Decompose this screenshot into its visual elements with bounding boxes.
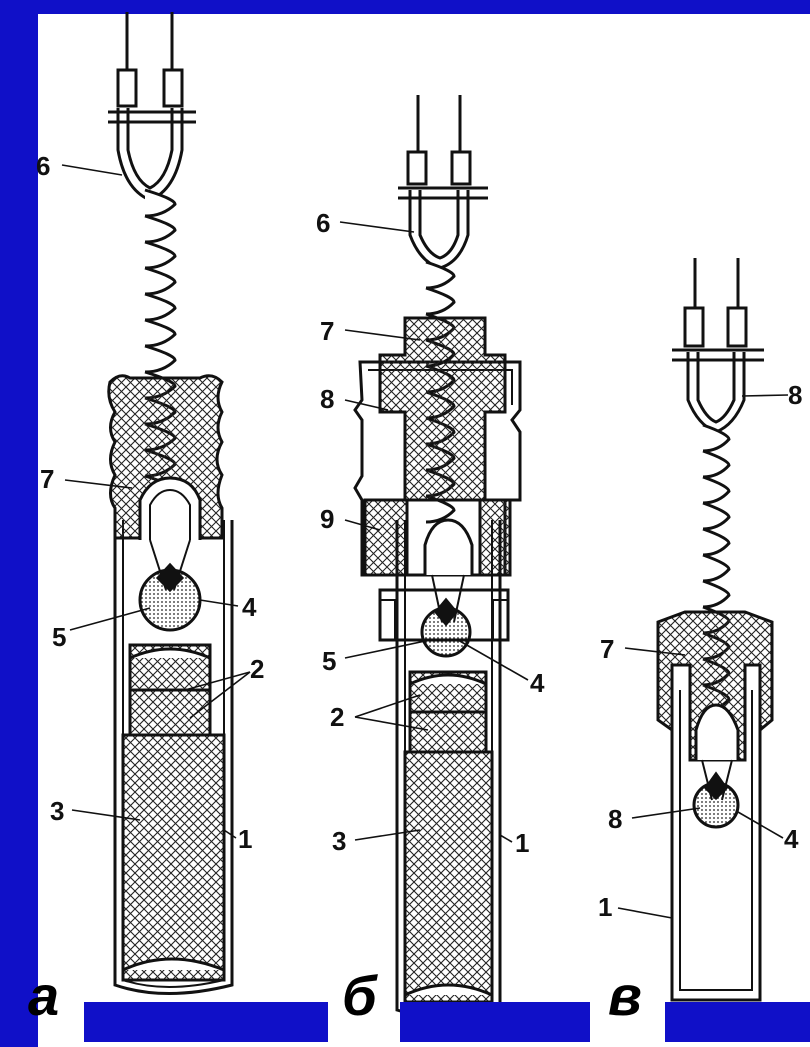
cable-twist-segment	[144, 214, 177, 244]
drawing-b-plug	[378, 316, 507, 502]
callout-b-6: 6	[316, 208, 330, 238]
callout-a-3: 3	[50, 796, 64, 826]
cable-twist-segment	[425, 260, 456, 290]
leader-lines	[61, 164, 789, 919]
callout-b-8: 8	[320, 384, 334, 414]
drawing-c	[656, 258, 774, 1002]
callout-c-4: 4	[784, 824, 799, 854]
panel-letter-b: б	[342, 964, 377, 1027]
callout-c-8: 8	[788, 380, 802, 410]
drawing-a-tube	[113, 520, 234, 995]
callout-c-7: 7	[600, 634, 614, 664]
drawing-b-leads	[398, 95, 488, 270]
cable-twist-segment	[144, 188, 177, 218]
cable-twist-segment	[425, 286, 456, 316]
drawing-b-filler	[403, 750, 494, 1004]
callout-a-2: 2	[250, 654, 264, 684]
callout-a-4: 4	[242, 592, 257, 622]
callout-a-1: 1	[238, 824, 252, 854]
drawing-c-tube	[670, 680, 762, 1002]
panel-letter-c: в	[608, 964, 642, 1027]
callout-a-6: 6	[36, 151, 50, 181]
drawing-a-filler	[121, 733, 226, 982]
cable-twist-segment	[702, 423, 731, 453]
callout-b-4: 4	[530, 668, 545, 698]
callout-a-5: 5	[52, 622, 66, 652]
callout-b-5: 5	[322, 646, 336, 676]
cable-twist-segment	[702, 475, 731, 505]
cable-twist-segment	[702, 579, 731, 609]
callout-b-3: 3	[332, 826, 346, 856]
drawing-a	[107, 12, 234, 995]
cable-twist-segment	[144, 266, 177, 296]
caption-bar-c	[665, 1002, 810, 1042]
cable-twist-segment	[702, 449, 731, 479]
cable-twist-segment	[144, 240, 177, 270]
callout-c-1: 1	[598, 892, 612, 922]
callout-b-2: 2	[330, 702, 344, 732]
cable-twist-segment	[144, 344, 177, 374]
callout-b-9: 9	[320, 504, 334, 534]
callout-a-7: 7	[40, 464, 54, 494]
callout-b-1: 1	[515, 828, 529, 858]
cable-twist-segment	[144, 292, 177, 322]
drawing-c-leads	[672, 258, 764, 434]
cable-twist-segment	[702, 553, 731, 583]
cable-twist-segment	[702, 501, 731, 531]
callout-b-7: 7	[320, 316, 334, 346]
drawing-b	[353, 95, 522, 1019]
callout-labels: 6 7 4 5 2 3 1 6 7 8 9 5 4 2 3 1 8 7 8 4 …	[36, 151, 802, 922]
cable-twist-segment	[144, 318, 177, 348]
panel-letter-a: а	[28, 964, 60, 1027]
caption-bar-b	[400, 1002, 590, 1042]
drawing-a-leads	[108, 12, 196, 202]
caption-bar-a	[84, 1002, 328, 1042]
cable-twist-segment	[702, 527, 731, 557]
callout-c-8-lower: 8	[608, 804, 622, 834]
